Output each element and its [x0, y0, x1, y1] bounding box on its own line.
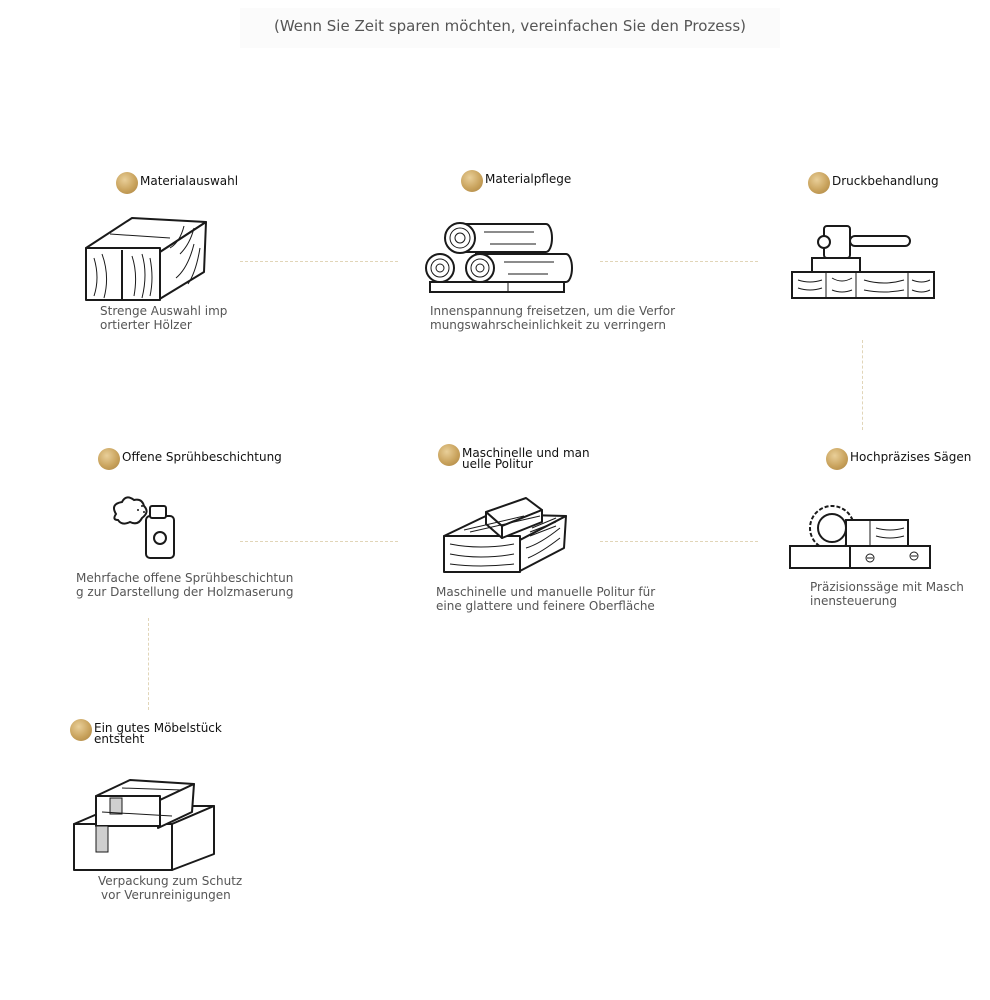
step-materialauswahl-title: Materialauswahl: [116, 172, 238, 194]
step-spruehbeschichtung-desc: Mehrfache offene Sprühbeschichtun g zur …: [76, 571, 294, 599]
step-materialpflege-title: Materialpflege: [461, 170, 571, 192]
step-moebelstueck-desc: Verpackung zum Schutz vor Verunreinigung…: [98, 874, 243, 902]
connector-5-6: [240, 541, 398, 542]
step-politur-desc: Maschinelle und manuelle Politur für ein…: [436, 585, 656, 613]
process-note: (Wenn Sie Zeit sparen möchten, vereinfac…: [240, 8, 780, 48]
connector-2-3: [600, 261, 758, 262]
step-saegen-desc: Präzisionssäge mit Masch inensteuerung: [810, 580, 964, 608]
connector-3-4: [862, 340, 863, 430]
gold-dot-icon: [438, 444, 460, 466]
gold-dot-icon: [70, 719, 92, 741]
saw-icon: [789, 505, 931, 569]
log-pile-icon: [425, 222, 573, 293]
press-icon: [791, 225, 935, 299]
gold-dot-icon: [116, 172, 138, 194]
gold-dot-icon: [808, 172, 830, 194]
step-saegen-title: Hochpräzises Sägen: [826, 448, 971, 470]
gold-dot-icon: [98, 448, 120, 470]
package-icon: [73, 779, 215, 871]
spray-icon: [113, 496, 175, 559]
step-druckbehandlung-title: Druckbehandlung: [808, 172, 939, 194]
step-materialauswahl-desc: Strenge Auswahl imp ortierter Hölzer: [100, 304, 228, 332]
step-spruehbeschichtung-title: Offene Sprühbeschichtung: [98, 448, 282, 470]
connector-4-5: [600, 541, 758, 542]
step-politur-title: Maschinelle und man uelle Politur: [438, 444, 590, 470]
connector-6-7: [148, 618, 149, 710]
step-moebelstueck-title: Ein gutes Möbelstück entsteht: [70, 719, 222, 745]
connector-1-2: [240, 261, 398, 262]
step-materialpflege-desc: Innenspannung freisetzen, um die Verfor …: [430, 304, 676, 332]
wood-block-icon: [85, 217, 207, 301]
gold-dot-icon: [461, 170, 483, 192]
polishing-icon: [443, 497, 567, 573]
gold-dot-icon: [826, 448, 848, 470]
